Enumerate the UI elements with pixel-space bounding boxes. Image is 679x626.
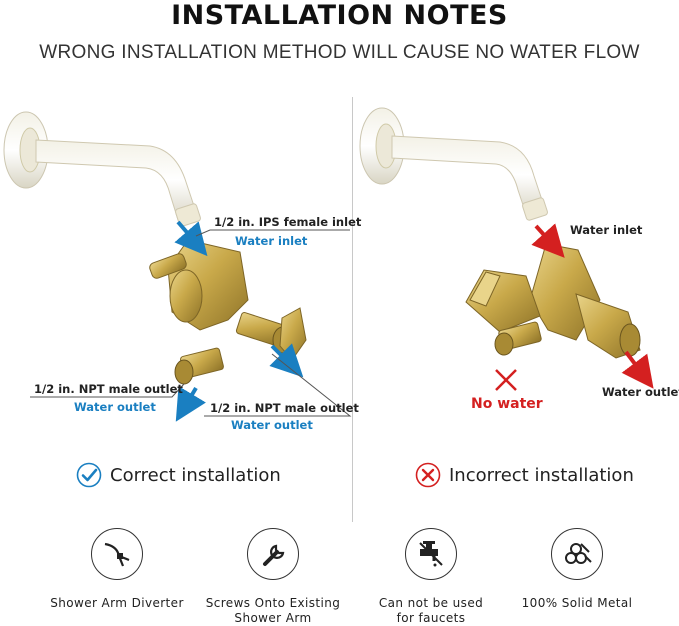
feature-caption-line1: Screws Onto Existing [205, 596, 341, 610]
page-title: INSTALLATION NOTES [171, 0, 508, 31]
feature-caption-line1: Can not be used [378, 596, 484, 610]
check-circle-icon [76, 462, 102, 488]
wrench-icon [247, 528, 299, 580]
installation-illustration [3, 107, 654, 422]
correct-installation-text: Correct installation [110, 464, 281, 486]
inlet-spec-label: 1/2 in. IPS female inlet [214, 215, 362, 229]
correct-shower-arm [3, 111, 201, 227]
feature-solid-metal: 100% Solid Metal [492, 528, 662, 611]
feature-screws-onto-arm: Screws Onto Existing Shower Arm [188, 528, 358, 626]
no-water-label: No water [471, 396, 543, 412]
shower-arm-diverter-icon [91, 528, 143, 580]
inlet-water-label: Water inlet [235, 234, 308, 248]
incorrect-inlet-label: Water inlet [570, 223, 643, 237]
correct-callout-lines [30, 229, 352, 417]
incorrect-flow-arrows [531, 223, 654, 389]
panel-divider [352, 97, 353, 522]
incorrect-shower-arm [359, 107, 548, 221]
outlet-left-spec-label: 1/2 in. NPT male outlet [34, 382, 183, 396]
page-subtitle: WRONG INSTALLATION METHOD WILL CAUSE NO … [39, 42, 640, 63]
feature-caption-line1: 100% Solid Metal [521, 596, 633, 610]
feature-caption-line1: Shower Arm Diverter [50, 596, 184, 610]
incorrect-installation-text: Incorrect installation [449, 464, 634, 486]
correct-flow-arrows [174, 220, 304, 422]
no-water-cross-icon [495, 369, 517, 391]
feature-shower-arm-diverter: Shower Arm Diverter [32, 528, 202, 611]
feature-caption-line2: Shower Arm [234, 611, 312, 625]
outlet-left-water-label: Water outlet [74, 400, 156, 414]
incorrect-diverter-body [465, 243, 641, 359]
feature-caption-line2: for faucets [396, 611, 466, 625]
incorrect-installation-status: Incorrect installation [415, 462, 634, 488]
metal-rods-icon [551, 528, 603, 580]
outlet-right-spec-label: 1/2 in. NPT male outlet [210, 401, 359, 415]
incorrect-outlet-label: Water outlet [602, 385, 679, 399]
faucet-icon [405, 528, 457, 580]
outlet-right-water-label: Water outlet [231, 418, 313, 432]
feature-not-for-faucets: Can not be used for faucets [346, 528, 516, 626]
correct-installation-status: Correct installation [76, 462, 281, 488]
cross-circle-icon [415, 462, 441, 488]
